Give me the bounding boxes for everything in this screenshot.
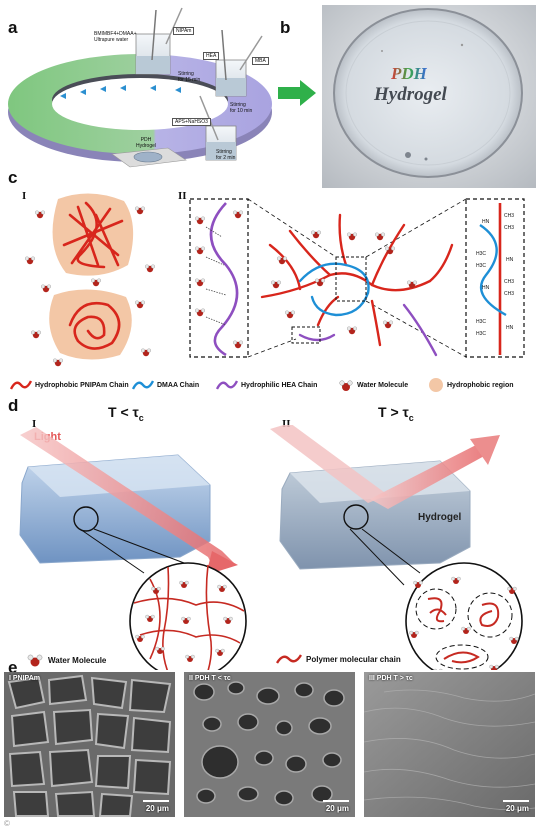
step3-label: Stirring for 2 min <box>216 149 236 161</box>
svg-text:H3C: H3C <box>476 251 486 257</box>
water-legend-label: Water Molecule <box>48 655 107 665</box>
panel-d-sub-i: I <box>32 418 37 430</box>
legend-label: Hydrophobic PNIPAm Chain <box>35 381 129 389</box>
condition-right-sub: c <box>408 412 414 423</box>
legend-item-hydrophobic: Hydrophobic region <box>428 376 514 394</box>
pnipam-chain-icon <box>10 380 32 390</box>
legend-item-hea: Hydrophilic HEA Chain <box>216 376 317 394</box>
reagent-hea: HEA <box>203 52 220 60</box>
sem-label-1: I PNIPAm <box>9 675 40 682</box>
legend-label: Water Molecule <box>357 381 409 389</box>
svg-text:CH3: CH3 <box>504 225 514 231</box>
product-label: PDH Hydrogel <box>136 137 157 149</box>
panel-d-water-legend: Water Molecule <box>26 652 106 668</box>
polymer-legend-label: Polymer molecular chain <box>306 654 401 664</box>
hea-chain-icon <box>216 380 238 390</box>
reagent-nipam: NIPAm <box>173 27 195 35</box>
sem-texture-2 <box>184 672 355 817</box>
panel-d-polymer-legend: Polymer molecular chain <box>276 652 401 666</box>
sem-image-2: II PDH T < τc 20 μm <box>184 672 355 817</box>
water-molecule-icon <box>27 654 43 667</box>
legend-item-dmaa: DMAA Chain <box>132 376 199 394</box>
svg-text:CH3: CH3 <box>504 279 514 285</box>
condition-left-sub: c <box>138 412 144 423</box>
svg-text:H3C: H3C <box>476 263 486 269</box>
reagent-mba: MBA <box>252 57 269 65</box>
svg-text:CH3: CH3 <box>504 291 514 297</box>
step1-label: Stirring for 15 min <box>178 71 201 83</box>
panel-d-schematic <box>19 425 523 670</box>
legend-item-water: Water Molecule <box>338 376 408 394</box>
green-arrow <box>278 80 316 106</box>
beaker1-label: BMIMBF4+DMAA+ Ultrapure water <box>94 31 137 43</box>
condition-left-text: T < τ <box>108 404 139 420</box>
hydrogel-photo-title-pdh: PDH <box>391 64 427 83</box>
svg-text:HN: HN <box>506 257 514 263</box>
panel-c-sub-ii: II <box>178 190 187 202</box>
dmaa-chain-icon <box>132 380 154 390</box>
sem-scale-3: 20 μm <box>505 804 529 813</box>
sem-label-3: III PDH T > τc <box>369 675 413 682</box>
panel-label-a: a <box>8 18 18 37</box>
legend-label: Hydrophobic region <box>447 381 514 389</box>
sem-image-1: I PNIPAm 20 μm <box>4 672 175 817</box>
sem-scale-2: 20 μm <box>325 804 349 813</box>
legend-item-pnipam: Hydrophobic PNIPAm Chain <box>10 376 129 394</box>
sem-texture-1 <box>4 672 175 817</box>
panel-label-b: b <box>280 18 291 37</box>
hydrogel-photo <box>322 5 536 188</box>
svg-text:HN: HN <box>482 219 490 225</box>
scale-bar-2 <box>323 800 349 802</box>
condition-right-text: T > τ <box>378 404 409 420</box>
condition-left: T < τc <box>108 404 144 423</box>
svg-text:HN: HN <box>482 285 490 291</box>
sem-image-3: III PDH T > τc 20 μm <box>364 672 535 817</box>
panel-label-e: e <box>8 658 18 677</box>
sem-scale-1: 20 μm <box>145 804 169 813</box>
scale-bar-1 <box>143 800 169 802</box>
panel-c-legend: Hydrophobic PNIPAm Chain DMAA Chain Hydr… <box>10 376 530 394</box>
svg-text:H3C: H3C <box>476 319 486 325</box>
water-molecule-icon <box>339 380 353 391</box>
hydrogel-photo-title: Hydrogel <box>374 84 447 105</box>
panel-label-c: c <box>8 168 18 187</box>
watermark: © <box>4 819 10 828</box>
svg-text:CH3: CH3 <box>504 213 514 219</box>
panel-label-d: d <box>8 396 19 415</box>
reagent-aps: APS+NaHSO3 <box>172 118 211 126</box>
hydrophobic-region-icon <box>429 378 443 392</box>
panel-a-schematic <box>8 7 272 168</box>
panel-c-sub-i: I <box>22 190 27 202</box>
legend-label: Hydrophilic HEA Chain <box>241 381 318 389</box>
svg-text:HN: HN <box>506 325 514 331</box>
sem-label-2: II PDH T < τc <box>189 675 231 682</box>
hydrogel-label: Hydrogel <box>418 512 462 523</box>
polymer-chain-icon <box>276 654 302 664</box>
condition-right: T > τc <box>378 404 414 423</box>
step2-label: Stirring for 10 min <box>230 102 253 114</box>
scale-bar-3 <box>503 800 529 802</box>
svg-text:H3C: H3C <box>476 331 486 337</box>
sem-texture-3 <box>364 672 535 817</box>
panel-d-sub-ii: II <box>282 418 291 430</box>
legend-label: DMAA Chain <box>157 381 200 389</box>
